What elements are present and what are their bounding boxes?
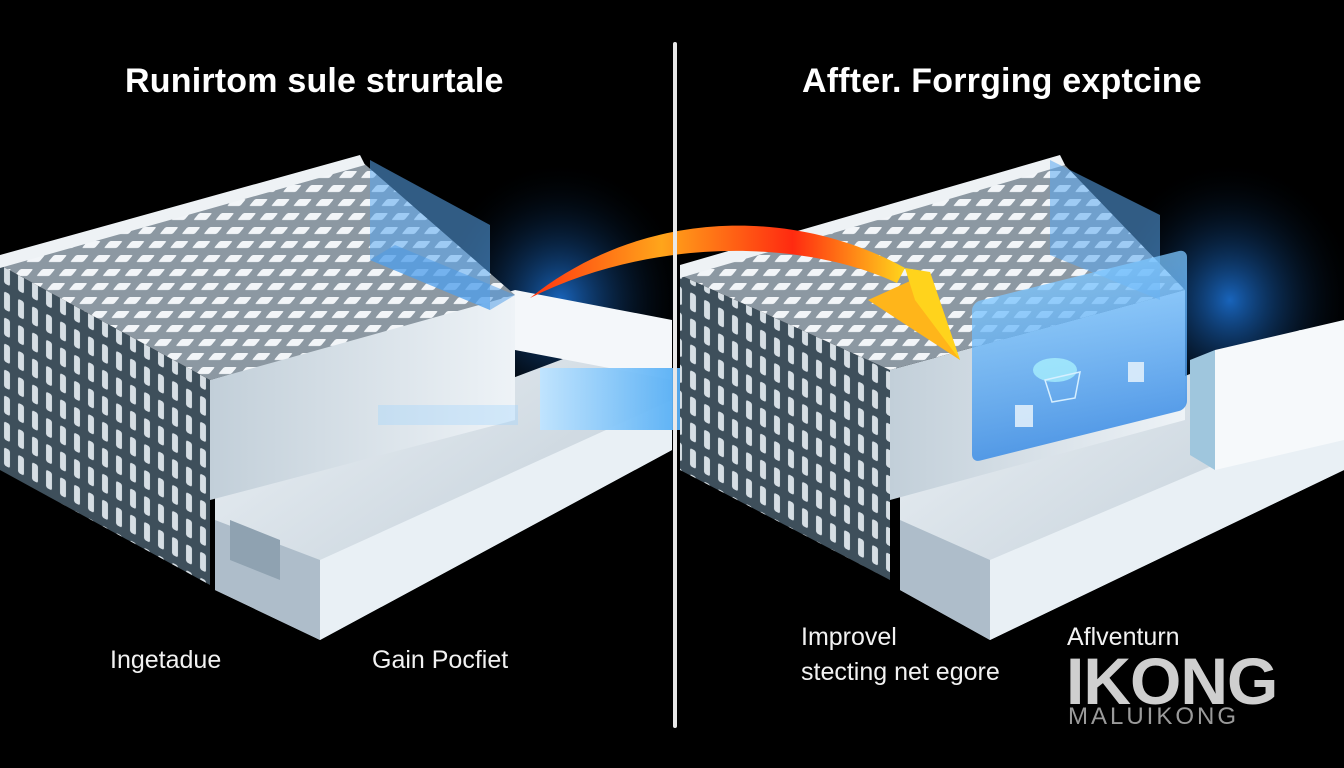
- left-label-1: Ingetadue: [110, 646, 222, 674]
- curved-arrow: [530, 225, 960, 360]
- right-label-3: Aflventurn: [1067, 623, 1180, 651]
- logo-sub: MALUIKONG: [1068, 703, 1240, 730]
- logo-main: IKONG: [1066, 644, 1278, 718]
- panel-divider: [673, 42, 677, 728]
- left-label-2: Gain Pocfiet: [372, 646, 509, 674]
- right-label-2: stecting net egore: [801, 658, 1000, 686]
- right-label-1: Improvel: [801, 623, 897, 651]
- left-structure: [0, 155, 672, 640]
- right-structure: [680, 155, 1344, 640]
- right-panel-title: Affter. Forrging exptcine: [802, 62, 1202, 100]
- left-panel-title: Runirtom sule strurtale: [125, 62, 504, 100]
